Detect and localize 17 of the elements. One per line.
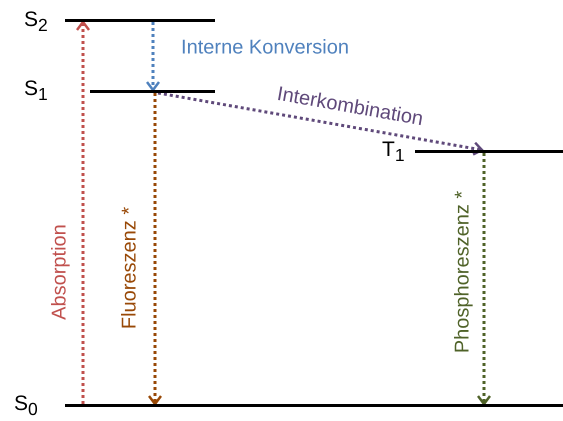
energy-level-line: [65, 19, 215, 22]
level-label: S$_{2}$: [24, 8, 48, 36]
level-label: T$_{1}$: [382, 138, 405, 166]
edge-label: Interne Konversion: [181, 36, 349, 60]
energy-level-line: [415, 150, 563, 153]
arrow: [158, 92, 484, 156]
edge-label: Absorption: [48, 224, 72, 320]
edge-label: Fluoreszenz *: [118, 206, 142, 330]
arrow: [76, 20, 90, 404]
arrow: [476, 153, 492, 406]
level-label: S$_{1}$: [24, 77, 48, 106]
level-label: S$_{0}$: [14, 392, 38, 420]
edge-label: Phosphoreszenz *: [452, 190, 474, 354]
energy-level-line: [90, 90, 215, 93]
energy-level-line: [65, 404, 563, 407]
arrow: [146, 22, 160, 92]
arrow: [148, 93, 162, 406]
